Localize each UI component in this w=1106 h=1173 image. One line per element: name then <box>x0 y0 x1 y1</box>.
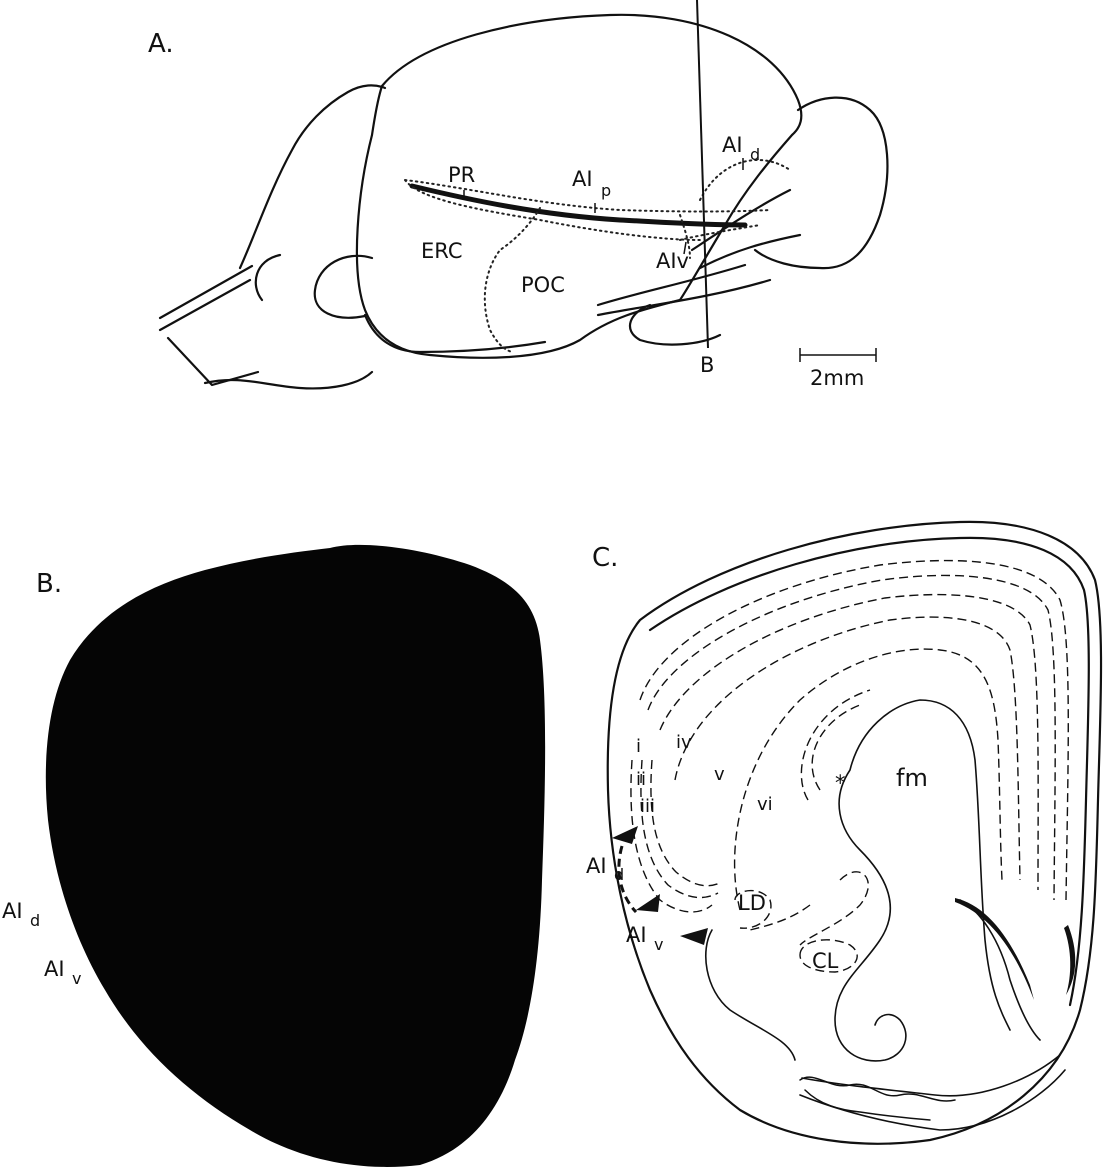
b-label-ai-d: AI <box>2 899 23 923</box>
layer-label-i: i <box>636 736 641 757</box>
layer-label-v: v <box>714 764 725 785</box>
label-ai-d-sub: d <box>750 145 760 164</box>
panel-a-label: A. <box>148 29 174 59</box>
olfactory-peduncle <box>160 266 258 385</box>
frontal-lobe-outline <box>205 255 372 388</box>
brainstem <box>598 190 800 315</box>
layer-label-iii: iii <box>640 796 655 817</box>
label-fm: fm <box>896 764 928 792</box>
temporal-lobe <box>365 315 545 352</box>
label-ld: LD <box>738 891 766 915</box>
c-label-ai-d: AI <box>586 854 607 878</box>
b-label-ai-v-sub: v <box>72 969 81 988</box>
stained-section <box>46 545 545 1167</box>
scale-bar <box>800 348 876 362</box>
c-label-ai-v: AI <box>626 923 647 947</box>
label-ai-p: AI <box>572 167 593 191</box>
ventral-contour <box>800 1077 955 1120</box>
insular-area-boundary <box>405 160 790 352</box>
layer-boundary-2 <box>648 575 1055 900</box>
layer-boundary-1 <box>640 561 1068 900</box>
arrowhead-3 <box>680 928 708 945</box>
layer-boundary-5 <box>735 649 1002 910</box>
label-ai-v: AIv <box>656 249 689 273</box>
label-asterisk: * <box>835 771 846 795</box>
layer-boundary-4 <box>675 617 1020 880</box>
arrowhead-2 <box>636 894 660 912</box>
scale-bar-label: 2mm <box>810 366 864 390</box>
inner-layer-curves <box>750 690 870 945</box>
dark-fiber-band <box>955 898 1034 1000</box>
arrowhead-1 <box>612 826 638 844</box>
b-label-ai-d-sub: d <box>30 911 40 930</box>
layer-label-ii: ii <box>636 769 646 790</box>
label-section-b: B <box>700 353 714 377</box>
layer-label-iv: iv <box>676 732 692 753</box>
b-label-ai-v: AI <box>44 957 65 981</box>
layer-label-vi: vi <box>757 794 773 815</box>
panel-b: B. AI d AI v <box>2 545 545 1167</box>
label-ai-p-sub: p <box>601 181 611 200</box>
label-ai-d: AI <box>722 133 743 157</box>
panel-a: A. PR AI p AI d ERC POC AIv B <box>148 0 887 390</box>
panel-b-label: B. <box>36 569 62 599</box>
panel-c: C. i ii iii iv v <box>586 522 1101 1144</box>
label-poc: POC <box>521 273 565 297</box>
label-pr: PR <box>448 163 475 187</box>
c-label-ai-d-sub: d <box>614 865 624 884</box>
white-matter-outline <box>835 700 1010 1061</box>
section-outline <box>608 522 1101 1144</box>
panel-c-label: C. <box>592 543 618 573</box>
label-cl: CL <box>812 949 839 973</box>
c-label-ai-v-sub: v <box>654 935 663 954</box>
cerebellum <box>755 98 887 269</box>
label-erc: ERC <box>421 239 462 263</box>
